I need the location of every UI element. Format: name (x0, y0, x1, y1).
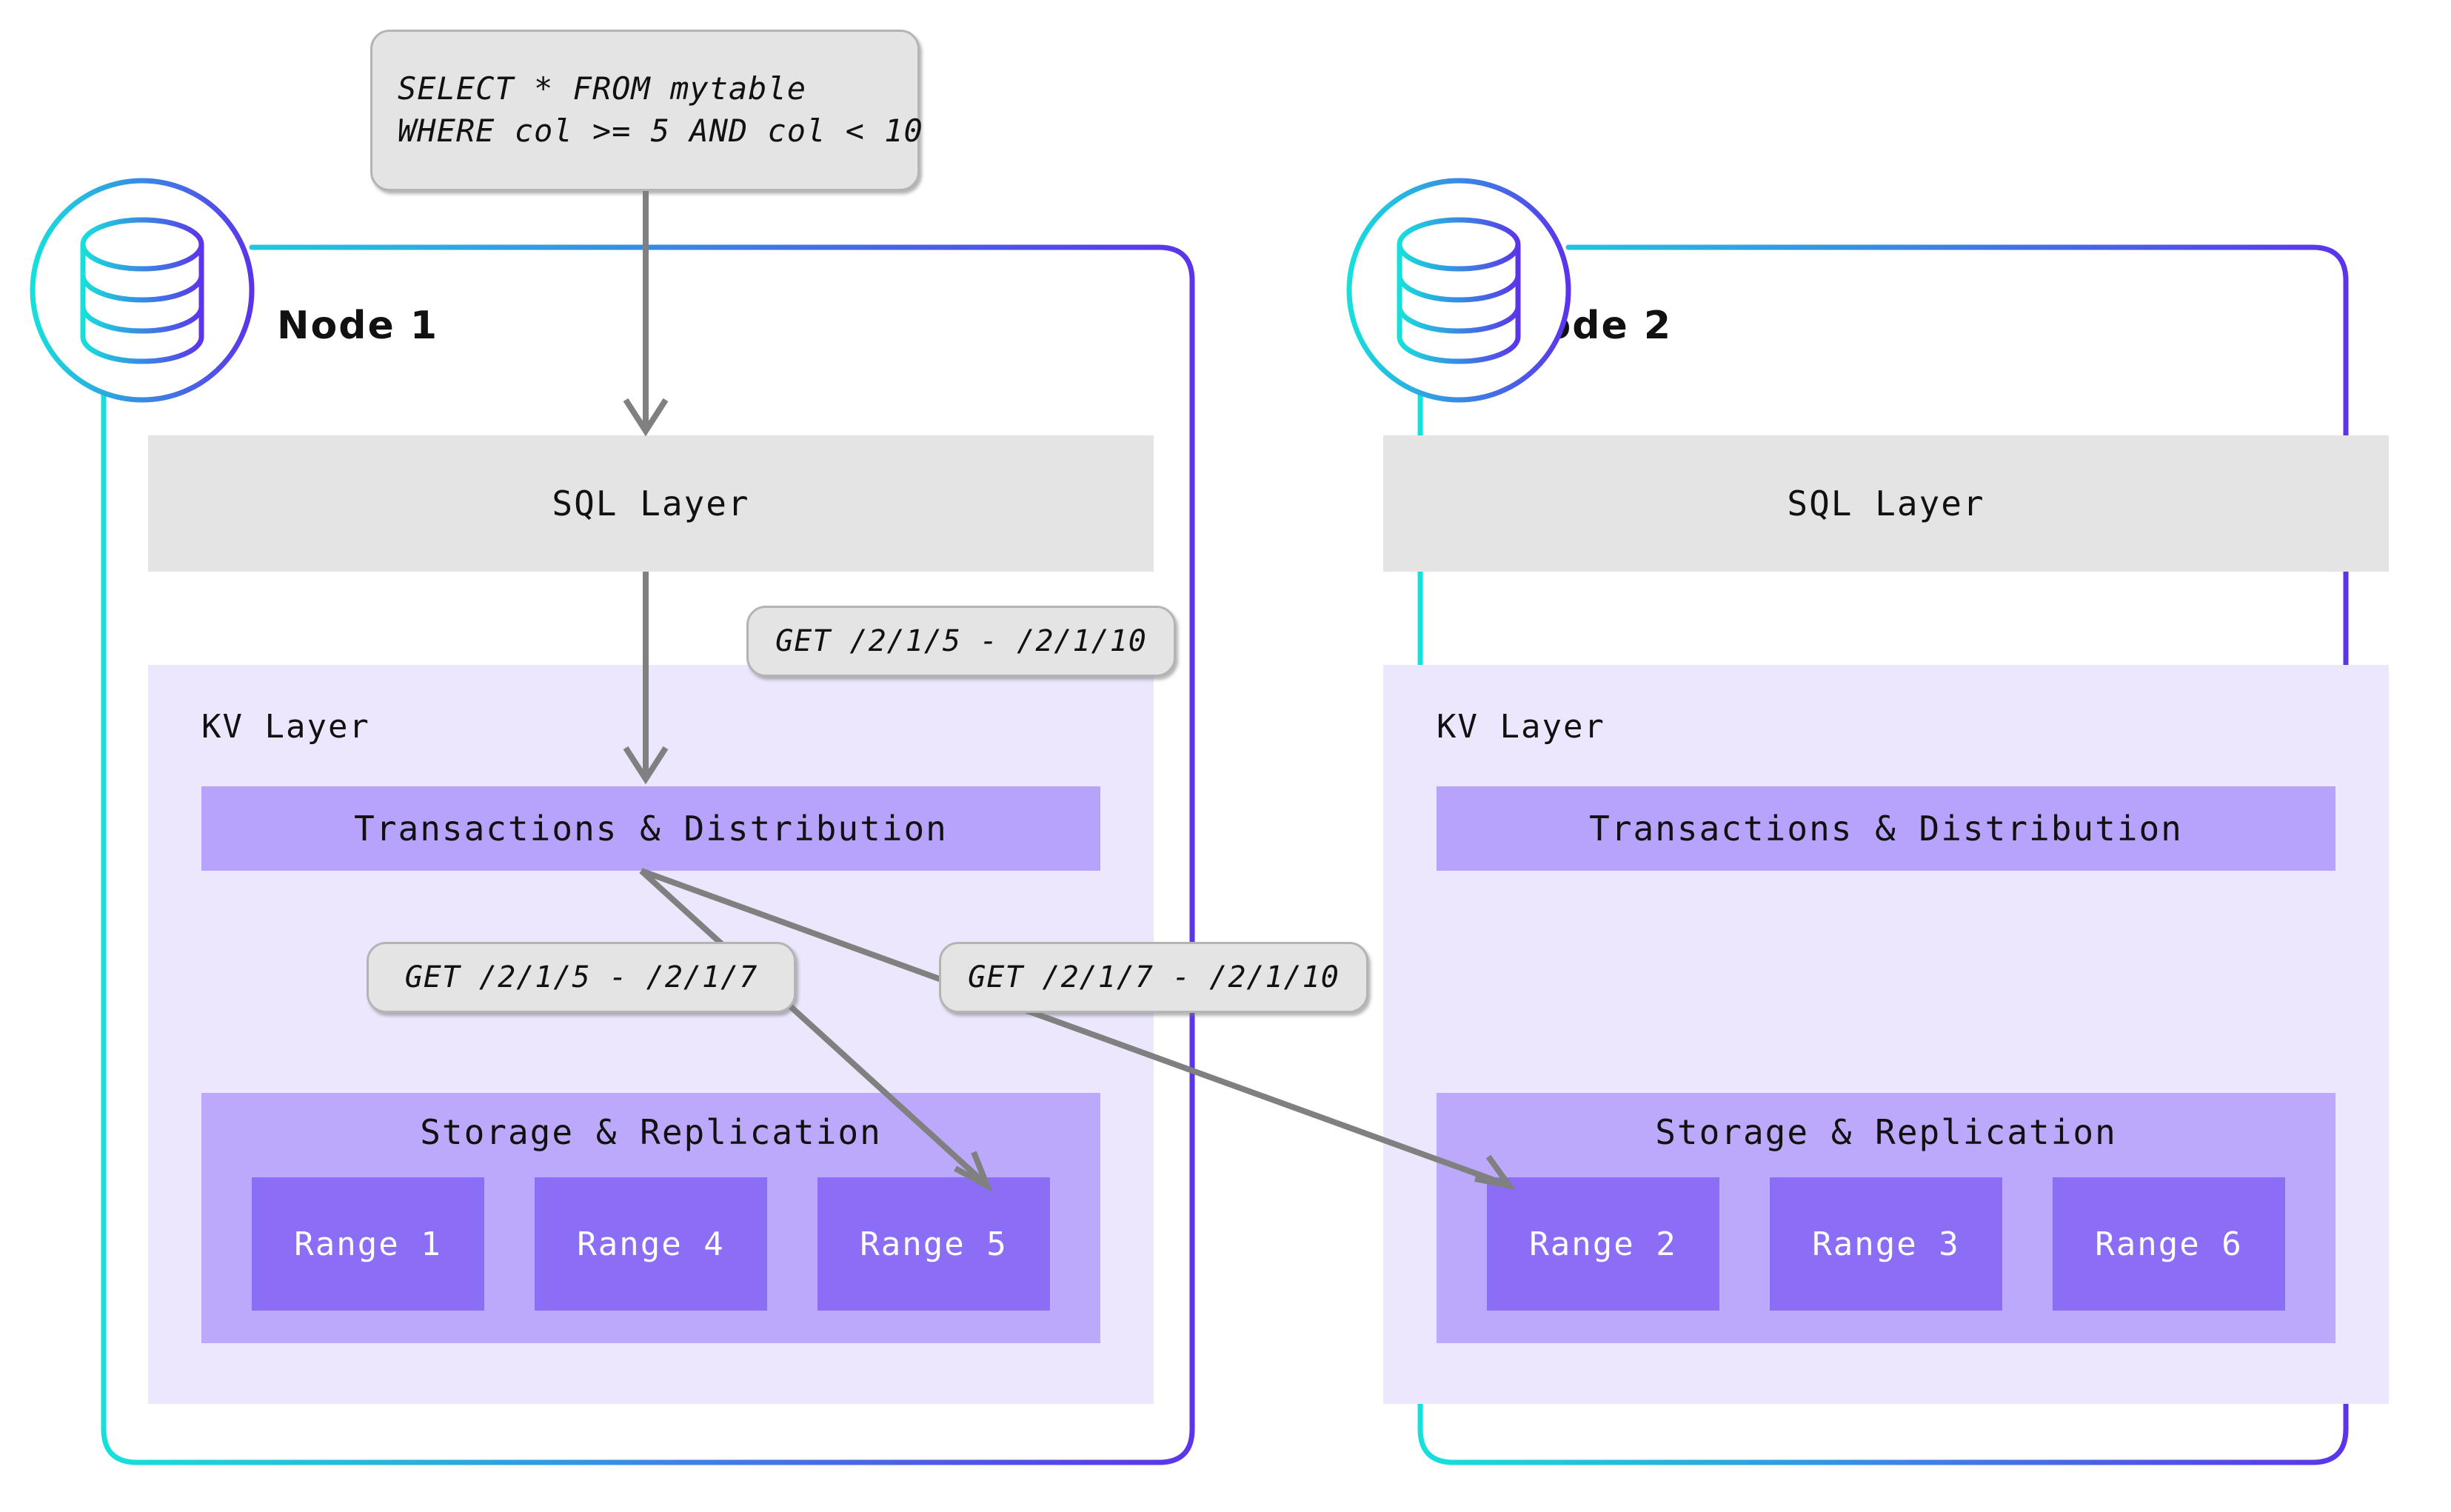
arrowhead-query-to-sql (623, 398, 669, 437)
sql-query-line-1: SELECT * FROM mytable (398, 70, 807, 107)
get-callout-local-range: GET /2/1/5 - /2/1/7 (367, 942, 796, 1013)
get-callout-local-range-text: GET /2/1/5 - /2/1/7 (404, 960, 758, 994)
node-2-kv-layer: KV Layer Transactions & Distribution Sto… (1383, 665, 2389, 1404)
node-1-kv-layer-label: KV Layer (201, 708, 370, 746)
node-1-kv-layer: KV Layer Transactions & Distribution Sto… (148, 665, 1154, 1404)
range-box[interactable]: Range 6 (2053, 1177, 2285, 1311)
range-box[interactable]: Range 1 (252, 1177, 484, 1311)
node-2-storage-band: Storage & Replication Range 2 Range 3 Ra… (1437, 1093, 2335, 1343)
node-2-transactions-band: Transactions & Distribution (1437, 786, 2335, 871)
node-1-storage-label: Storage & Replication (420, 1112, 882, 1152)
sql-query-line-2: WHERE col >= 5 AND col < 10 (398, 113, 923, 149)
node-2-storage-label: Storage & Replication (1655, 1112, 2117, 1152)
node-1-title: Node 1 (277, 304, 439, 348)
range-box[interactable]: Range 5 (817, 1177, 1050, 1311)
node-1-range-row: Range 1 Range 4 Range 5 (201, 1177, 1100, 1311)
get-callout-sql-to-kv: GET /2/1/5 - /2/1/10 (746, 606, 1176, 677)
range-box[interactable]: Range 2 (1487, 1177, 1719, 1311)
get-callout-remote-range: GET /2/1/7 - /2/1/10 (939, 942, 1368, 1013)
node-1-transactions-band: Transactions & Distribution (201, 786, 1100, 871)
database-icon (1346, 178, 1571, 403)
range-box[interactable]: Range 4 (535, 1177, 767, 1311)
get-callout-sql-to-kv-text: GET /2/1/5 - /2/1/10 (775, 624, 1147, 658)
range-box[interactable]: Range 3 (1770, 1177, 2002, 1311)
node-2-sql-layer: SQL Layer (1383, 435, 2389, 572)
node-2-kv-layer-label: KV Layer (1437, 708, 1605, 746)
get-callout-remote-range-text: GET /2/1/7 - /2/1/10 (968, 960, 1340, 994)
node-2-title: Node 2 (1511, 304, 1673, 348)
database-icon (30, 178, 255, 403)
node-1-sql-layer: SQL Layer (148, 435, 1154, 572)
sql-query-callout: SELECT * FROM mytable WHERE col >= 5 AND… (370, 30, 923, 191)
node-1-storage-band: Storage & Replication Range 1 Range 4 Ra… (201, 1093, 1100, 1343)
node-2-range-row: Range 2 Range 3 Range 6 (1437, 1177, 2335, 1311)
